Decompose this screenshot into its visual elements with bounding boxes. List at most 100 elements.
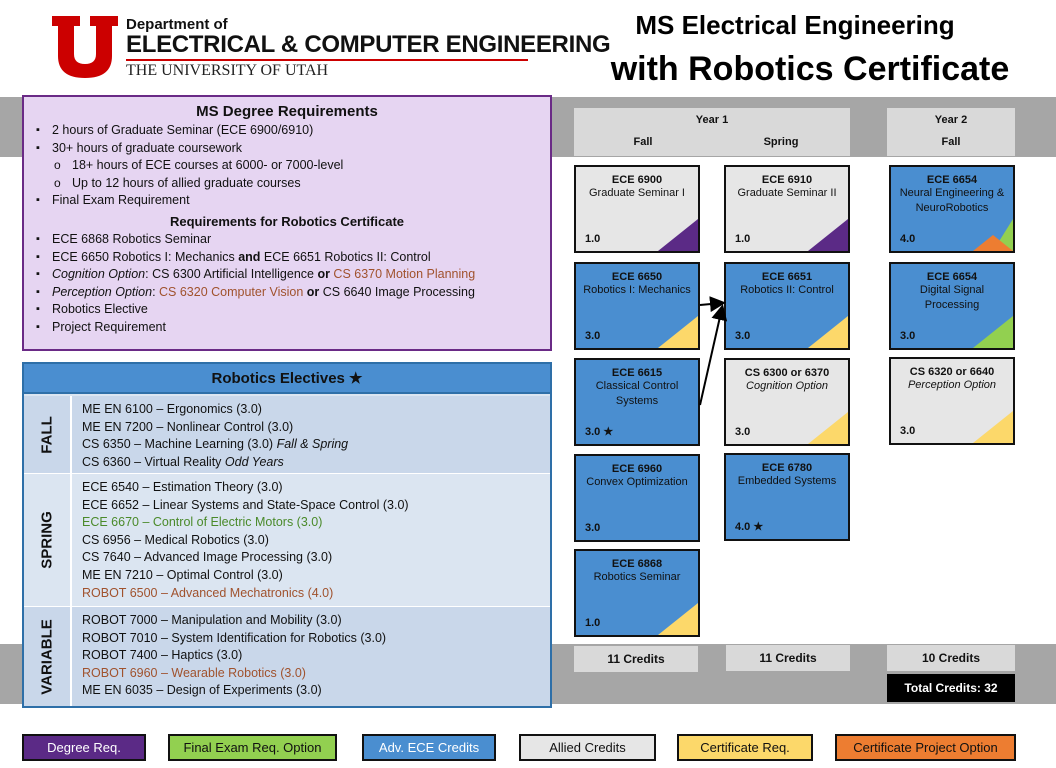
course-code: ECE 6868 [611,558,663,570]
electives-spring-section: SPRING ECE 6540 – Estimation Theory (3.0… [24,474,550,607]
certificate-corner-icon [973,411,1013,443]
credits-y1-spring: 11 Credits [726,645,850,671]
cert-item-cognition: Cognition Option: CS 6300 Artificial Int… [34,266,540,284]
certificate-requirements-heading: Requirements for Robotics Certificate [169,213,405,229]
elective-note: Odd Years [224,454,284,469]
course-name: Graduate Seminar II [737,187,837,199]
course-card-ece6651: ECE 6651 Robotics II: Control 3.0 [724,262,850,350]
page-title: MS Electrical Engineering [635,10,955,40]
dept-name-text: ELECTRICAL & COMPUTER ENGINEERING [126,31,611,58]
fall-label-text: FALL [38,415,56,454]
fall-side-label: FALL [24,396,72,473]
degree-requirements-list: 2 hours of Graduate Seminar (ECE 6900/69… [34,122,540,210]
course-code: ECE 6960 [611,463,663,475]
course-credits: 3.0 [735,426,751,438]
year2-fall-label: Fall [941,136,961,148]
course-card-ece6650: ECE 6650 Robotics I: Mechanics 3.0 [574,262,700,350]
elective-item: ROBOT 7000 – Manipulation and Mobility (… [82,613,342,627]
course-name: Robotics II: Control [740,284,834,296]
variable-electives-list: ROBOT 7000 – Manipulation and Mobility (… [82,612,386,700]
elective-item: CS 7640 – Advanced Image Processing (3.0… [82,550,333,565]
course-code: ECE 6900 [611,174,663,186]
elective-item: ME EN 6035 – Design of Experiments (3.0) [82,683,322,698]
cert-item-project: Project Requirement [34,319,540,337]
legend-degree-req: Degree Req. [22,734,146,761]
course-code: ECE 6651 [761,271,813,283]
split-corner-icon [973,219,1013,251]
arrow-6650-to-6651 [699,296,726,313]
perception-label: Perception Option [52,284,153,299]
course-card-ece6654-dsp: ECE 6654 Digital Signal Processing 3.0 [889,262,1015,350]
course-name: Perception Option [907,379,997,391]
robotics-course-b: ECE 6651 Robotics II: Control [260,249,431,264]
legend-certificate: Certificate Req. [677,734,813,761]
course-name: Cognition Option [746,380,828,392]
degree-req-corner-icon [808,219,848,251]
dept-of-text: Department of [126,16,228,33]
robotics-course-a: ECE 6650 Robotics I: Mechanics [52,249,239,264]
year2-header: Year 2 Fall [887,108,1015,156]
degree-requirements-heading: MS Degree Requirements [196,103,378,120]
course-credits: 1.0 [735,233,751,245]
course-name: Convex Optimization [586,476,688,488]
logo-divider [126,59,528,61]
variable-side-label: VARIABLE [24,607,72,706]
spring-side-label: SPRING [24,474,72,606]
degree-requirements-box: MS Degree Requirements 2 hours of Gradua… [22,95,552,351]
elective-item: ROBOT 7010 – System Identification for R… [82,630,387,645]
course-credits: 3.0 [585,330,601,342]
cognition-course-b: CS 6370 Motion Planning [329,267,476,282]
course-card-ece6910: ECE 6910 Graduate Seminar II 1.0 [724,165,850,253]
course-card-ece6615: ECE 6615 Classical Control Systems 3.0 ★ [574,358,700,446]
elective-item: CS 6360 – Virtual Reality Odd Years [82,454,348,472]
perception-course-b: CS 6640 Image Processing [322,284,475,299]
cert-item-seminar: ECE 6868 Robotics Seminar [34,231,540,249]
elective-item: CS 6956 – Medical Robotics (3.0) [82,532,269,547]
certificate-corner-icon [808,412,848,444]
req-item: 30+ hours of graduate coursework [34,140,540,158]
elective-course: CS 6360 – Virtual Reality [82,454,222,469]
certificate-corner-icon [658,603,698,635]
or-connector: or [303,284,323,299]
course-credits: 3.0 [735,330,751,342]
fall-electives-list: ME EN 6100 – Ergonomics (3.0) ME EN 7200… [82,401,348,471]
spring-electives-list: ECE 6540 – Estimation Theory (3.0) ECE 6… [82,479,409,602]
year1-spring-label: Spring [763,136,799,148]
course-credits: 1.0 [585,617,601,629]
course-name: Graduate Seminar I [589,187,685,199]
and-connector: and [238,249,261,264]
elective-item: ECE 6652 – Linear Systems and State-Spac… [82,497,409,512]
degree-req-corner-icon [658,219,698,251]
elective-item: ROBOT 7400 – Haptics (3.0) [82,648,243,663]
req-item: Final Exam Requirement [34,192,540,210]
cognition-course-a: : CS 6300 Artificial Intelligence [145,267,318,282]
cognition-label: Cognition Option [52,267,146,282]
course-card-cs6300: CS 6300 or 6370 Cognition Option 3.0 [724,358,850,446]
course-name: Robotics I: Mechanics [583,284,691,296]
certificate-requirements-list: ECE 6868 Robotics Seminar ECE 6650 Robot… [34,231,540,337]
elective-item: ROBOT 6500 – Advanced Mechatronics (4.0) [82,585,334,600]
req-item: 2 hours of Graduate Seminar (ECE 6900/69… [34,122,540,140]
legend-allied: Allied Credits [519,734,656,761]
legend-adv-ece: Adv. ECE Credits [362,734,496,761]
course-name: Embedded Systems [737,475,837,487]
year2-label: Year 2 [934,114,968,126]
credits-y2-fall: 10 Credits [887,645,1015,671]
university-name-text: THE UNIVERSITY OF UTAH [126,62,329,79]
spring-label-text: SPRING [38,511,56,569]
course-credits: 3.0 [900,425,916,437]
course-credits: 3.0 ★ [585,426,614,438]
elective-item: ME EN 6100 – Ergonomics (3.0) [82,402,262,416]
department-logo: Department of ELECTRICAL & COMPUTER ENGI… [50,14,611,80]
year1-fall-label: Fall [633,136,653,148]
credits-y1-fall: 11 Credits [574,646,698,672]
arrow-6615-to-6651 [699,304,728,406]
elective-item: ECE 6540 – Estimation Theory (3.0) [82,480,283,494]
elective-item: ROBOT 6960 – Wearable Robotics (3.0) [82,665,306,680]
course-card-ece6960: ECE 6960 Convex Optimization 3.0 [574,454,700,542]
course-card-ece6868: ECE 6868 Robotics Seminar 1.0 [574,549,700,637]
course-credits: 4.0 [900,233,916,245]
robotics-electives-box: Robotics Electives ★ FALL ME EN 6100 – E… [22,362,552,708]
course-code: ECE 6654 [926,174,978,186]
elective-item: ME EN 7210 – Optimal Control (3.0) [82,567,283,582]
